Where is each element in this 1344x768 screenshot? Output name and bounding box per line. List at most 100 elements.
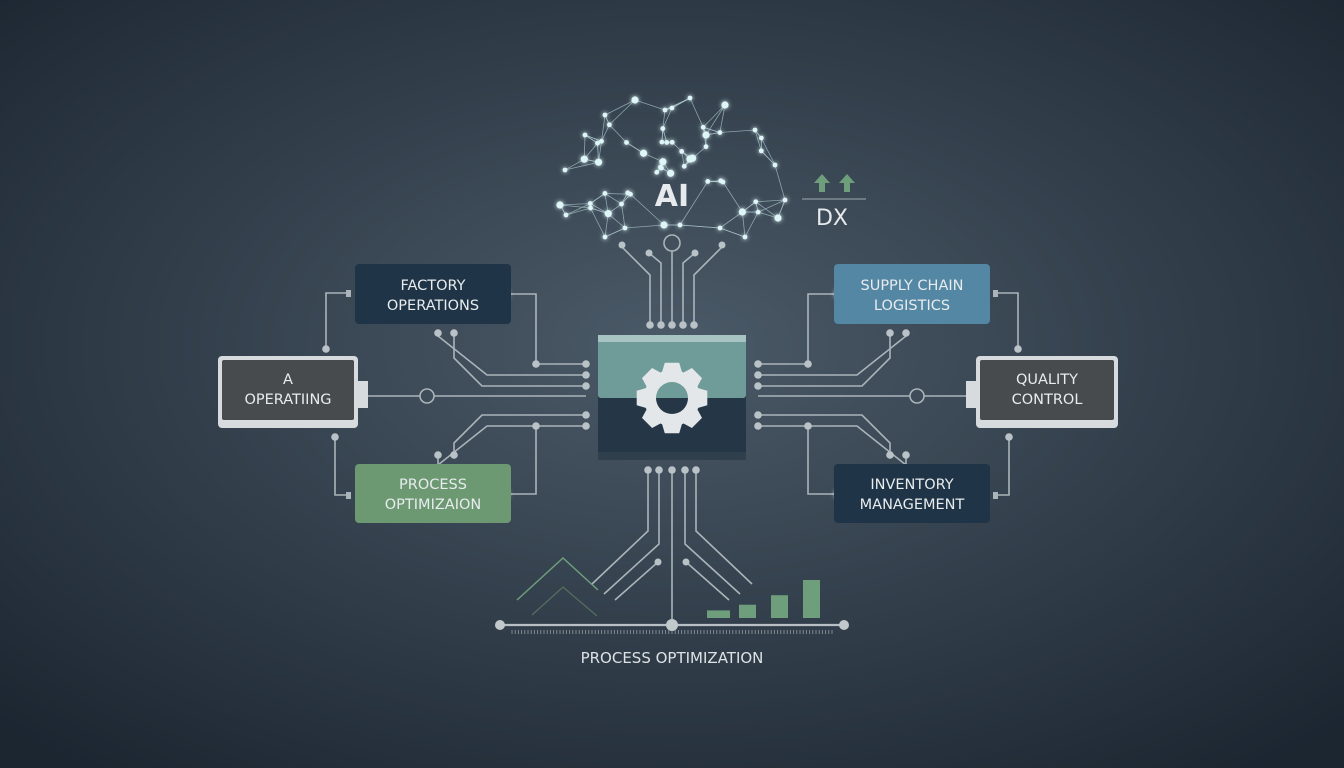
wire-node	[690, 321, 698, 329]
wire-node	[654, 558, 662, 566]
wire-node	[644, 466, 652, 474]
network-node	[587, 201, 593, 206]
network-link	[744, 211, 759, 238]
label-line2: CONTROL	[1012, 392, 1083, 408]
wire	[325, 292, 348, 349]
network-node	[604, 210, 612, 218]
network-node	[681, 163, 687, 169]
bar	[771, 595, 788, 618]
gear-icon	[636, 362, 708, 434]
wire	[453, 414, 586, 455]
wire	[505, 293, 586, 365]
wire	[453, 333, 586, 387]
wire	[648, 252, 662, 325]
network-link	[722, 181, 743, 213]
network-node	[718, 178, 724, 184]
network-link	[754, 129, 762, 151]
network-link	[630, 193, 665, 226]
network-node	[753, 199, 759, 205]
wire	[685, 561, 730, 601]
wire	[505, 426, 537, 495]
network-node	[755, 209, 761, 215]
node-process-optimization[interactable]: PROCESS OPTIMIZAION	[355, 464, 511, 523]
label-line2: OPERATIING	[244, 392, 331, 408]
port-square	[346, 290, 351, 297]
network-link	[662, 107, 673, 129]
network-link	[583, 134, 586, 160]
network-link	[609, 124, 627, 143]
wire-node	[450, 329, 458, 337]
bar	[803, 580, 820, 618]
wire	[758, 293, 839, 365]
wire-node	[434, 329, 442, 337]
network-link	[565, 203, 591, 216]
network-link	[681, 151, 685, 167]
network-node	[588, 205, 593, 211]
network-link	[601, 114, 606, 142]
wire	[994, 437, 1010, 496]
network-node	[758, 148, 764, 154]
wire-node	[754, 411, 762, 419]
wire-node	[1005, 433, 1013, 441]
network-node	[625, 190, 631, 196]
network-node	[679, 148, 685, 154]
wire-node	[902, 329, 910, 337]
label-line1: INVENTORY	[870, 477, 953, 493]
network-link	[601, 124, 610, 142]
network-link	[662, 109, 666, 129]
wire-node	[754, 360, 762, 368]
network-link	[755, 199, 786, 203]
network-node	[664, 140, 670, 145]
network-node	[662, 107, 668, 113]
network-link	[774, 164, 786, 201]
network-node	[659, 139, 665, 145]
network-node	[687, 95, 693, 101]
network-node	[606, 122, 612, 128]
network-node	[639, 149, 648, 157]
network-link	[679, 181, 709, 226]
wire-node	[582, 382, 590, 390]
network-link	[564, 161, 599, 171]
network-link	[604, 99, 636, 116]
node-quality-control[interactable]: QUALITY CONTROL	[966, 356, 1118, 428]
network-node	[602, 234, 608, 240]
wire-node	[582, 422, 590, 430]
wire-node	[668, 466, 676, 474]
wire-node	[450, 451, 458, 459]
wire-node	[754, 422, 762, 430]
network-link	[755, 201, 779, 219]
timeline-slider[interactable]	[495, 619, 849, 634]
network-node	[595, 140, 600, 146]
central-processor[interactable]	[598, 335, 746, 460]
wire-node	[886, 451, 894, 459]
network-link	[624, 224, 665, 229]
wire-node	[1014, 345, 1022, 353]
timeline-handle	[495, 620, 505, 630]
network-node	[700, 124, 706, 130]
network-node	[703, 144, 709, 150]
network-link	[662, 128, 668, 143]
network-link	[761, 137, 776, 166]
port-square	[346, 492, 351, 499]
node-operating[interactable]: A OPERATIING	[218, 356, 368, 428]
label-line2: MANAGEMENT	[860, 497, 965, 513]
wire	[996, 292, 1019, 349]
wire	[758, 333, 891, 387]
gear-shape	[636, 362, 708, 434]
bar-chart-icon	[707, 580, 820, 618]
network-node	[705, 179, 711, 184]
network-link	[757, 199, 786, 213]
network-node	[660, 221, 668, 229]
wire-node	[532, 422, 540, 430]
label-line1: SUPPLY CHAIN	[861, 278, 964, 294]
port-square	[993, 290, 998, 297]
wire-node	[655, 466, 663, 474]
node-supply-chain-logistics[interactable]: SUPPLY CHAIN LOGISTICS	[834, 264, 990, 324]
wire-node	[582, 371, 590, 379]
wire	[684, 470, 741, 595]
junction-ring	[419, 388, 435, 404]
network-link	[565, 207, 591, 216]
network-link	[559, 203, 591, 206]
node-inventory-management[interactable]: INVENTORY MANAGEMENT	[834, 464, 990, 523]
node-factory-operations[interactable]: FACTORY OPERATIONS	[355, 264, 511, 324]
